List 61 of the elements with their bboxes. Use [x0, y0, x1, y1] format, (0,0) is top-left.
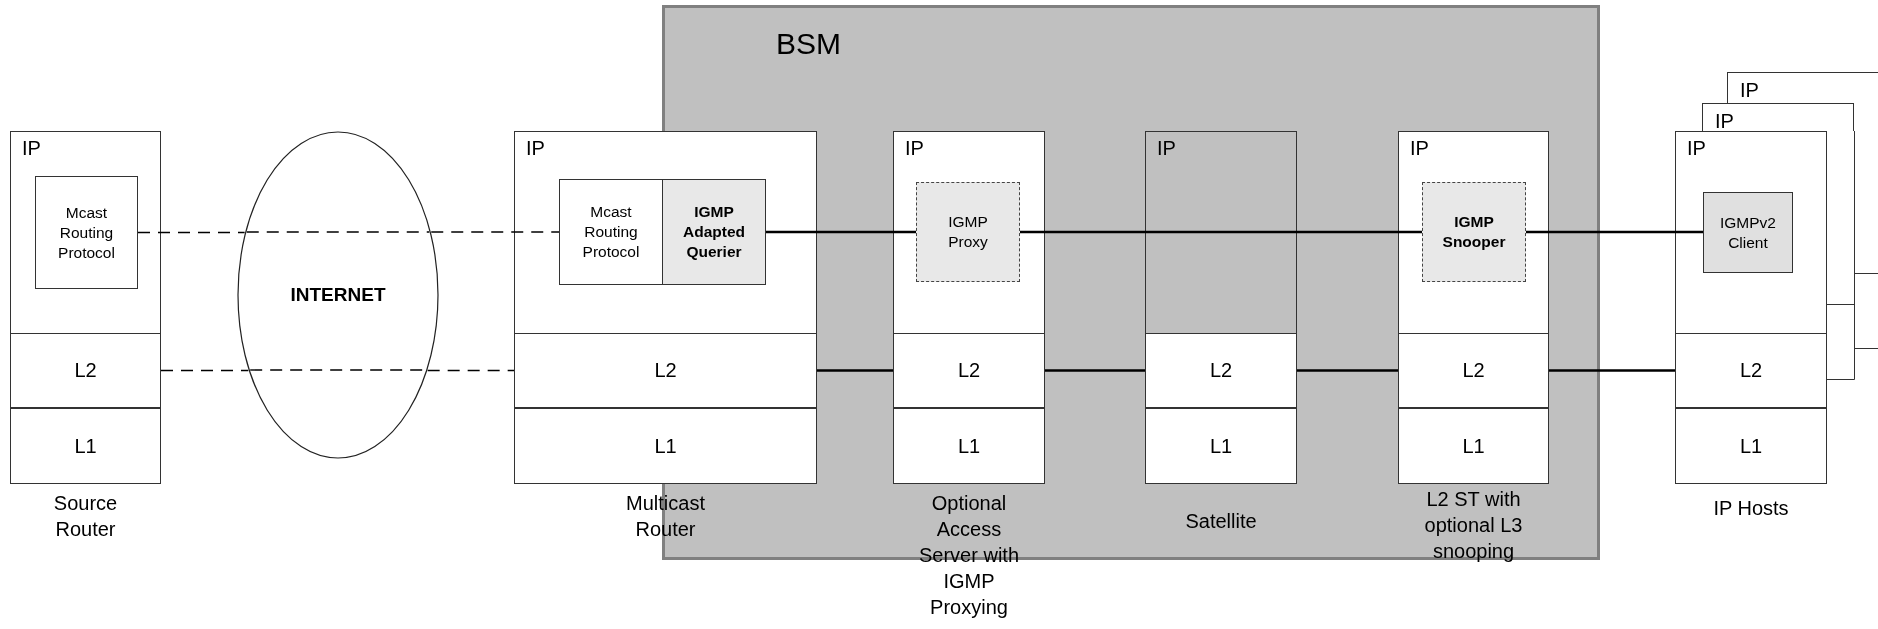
- layer-label: L2: [1209, 359, 1233, 382]
- protocol-label: Mcast Routing Protocol: [581, 202, 641, 262]
- layer-label: L1: [1462, 434, 1485, 458]
- layer-label: IP: [1715, 110, 1734, 133]
- link-line: [1045, 369, 1145, 372]
- layer-label: L2: [957, 359, 981, 382]
- dashed-link-line: [160, 369, 250, 372]
- protocol-box: [916, 182, 1020, 282]
- layer-label: L1: [1739, 434, 1763, 458]
- dashed-link-line: [430, 231, 560, 233]
- layer-label: IP: [905, 137, 924, 160]
- layer-label: L1: [74, 434, 97, 458]
- protocol-box: [35, 176, 138, 289]
- link-line: [817, 369, 893, 372]
- device-caption: Optional Access Server with IGMP Proxying: [918, 491, 1020, 620]
- protocol-label: IGMPv2 Client: [1719, 212, 1777, 253]
- protocol-label: IGMP Snooper: [1441, 212, 1507, 252]
- protocol-box: [662, 179, 766, 285]
- layer-box: [10, 333, 161, 408]
- protocol-box: [559, 179, 663, 285]
- protocol-label: IGMP Proxy: [947, 212, 989, 252]
- layer-label: IP: [1410, 137, 1429, 160]
- layer-label: L1: [957, 434, 981, 458]
- layer-box: [1675, 333, 1827, 408]
- device-caption: IP Hosts: [1712, 496, 1790, 521]
- layer-label: IP: [1687, 137, 1706, 160]
- region-title: BSM: [776, 27, 841, 61]
- link-line: [1020, 230, 1422, 234]
- protocol-box: [1422, 182, 1526, 282]
- device-caption: Source Router: [52, 491, 119, 542]
- layer-label: L2: [74, 359, 97, 382]
- internet-ellipse: [237, 131, 439, 459]
- link-line: [1297, 369, 1398, 372]
- protocol-stack-box: [1727, 72, 1878, 103]
- layer-label: L1: [1209, 434, 1233, 458]
- layer-label: L2: [1462, 359, 1485, 382]
- protocol-box: [1703, 192, 1793, 273]
- layer-label: L1: [654, 434, 677, 458]
- network-label: INTERNET: [290, 284, 386, 306]
- layer-box: [893, 333, 1045, 408]
- layer-label: L2: [1739, 359, 1763, 382]
- protocol-label: IGMP Adapted Querier: [682, 202, 746, 262]
- device-caption: L2 ST with optional L3 snooping: [1423, 487, 1524, 564]
- layer-label: L2: [654, 359, 677, 382]
- protocol-stack-box: [1702, 103, 1854, 131]
- device-caption: Satellite: [1184, 509, 1258, 534]
- layer-box: [1398, 333, 1549, 408]
- link-line: [1549, 369, 1675, 372]
- layer-label: IP: [1157, 137, 1176, 160]
- dashed-link-line: [426, 369, 515, 372]
- layer-label: IP: [526, 137, 545, 160]
- layer-box: [1145, 333, 1297, 408]
- device-caption: Multicast Router: [625, 491, 706, 542]
- layer-label: IP: [22, 137, 41, 160]
- layer-label: IP: [1740, 79, 1759, 102]
- link-line: [766, 230, 916, 234]
- protocol-label: Mcast Routing Protocol: [57, 202, 116, 263]
- layer-box: [1145, 408, 1297, 484]
- link-line: [1526, 230, 1703, 234]
- dashed-link-line: [137, 231, 246, 234]
- layer-box: [514, 333, 817, 408]
